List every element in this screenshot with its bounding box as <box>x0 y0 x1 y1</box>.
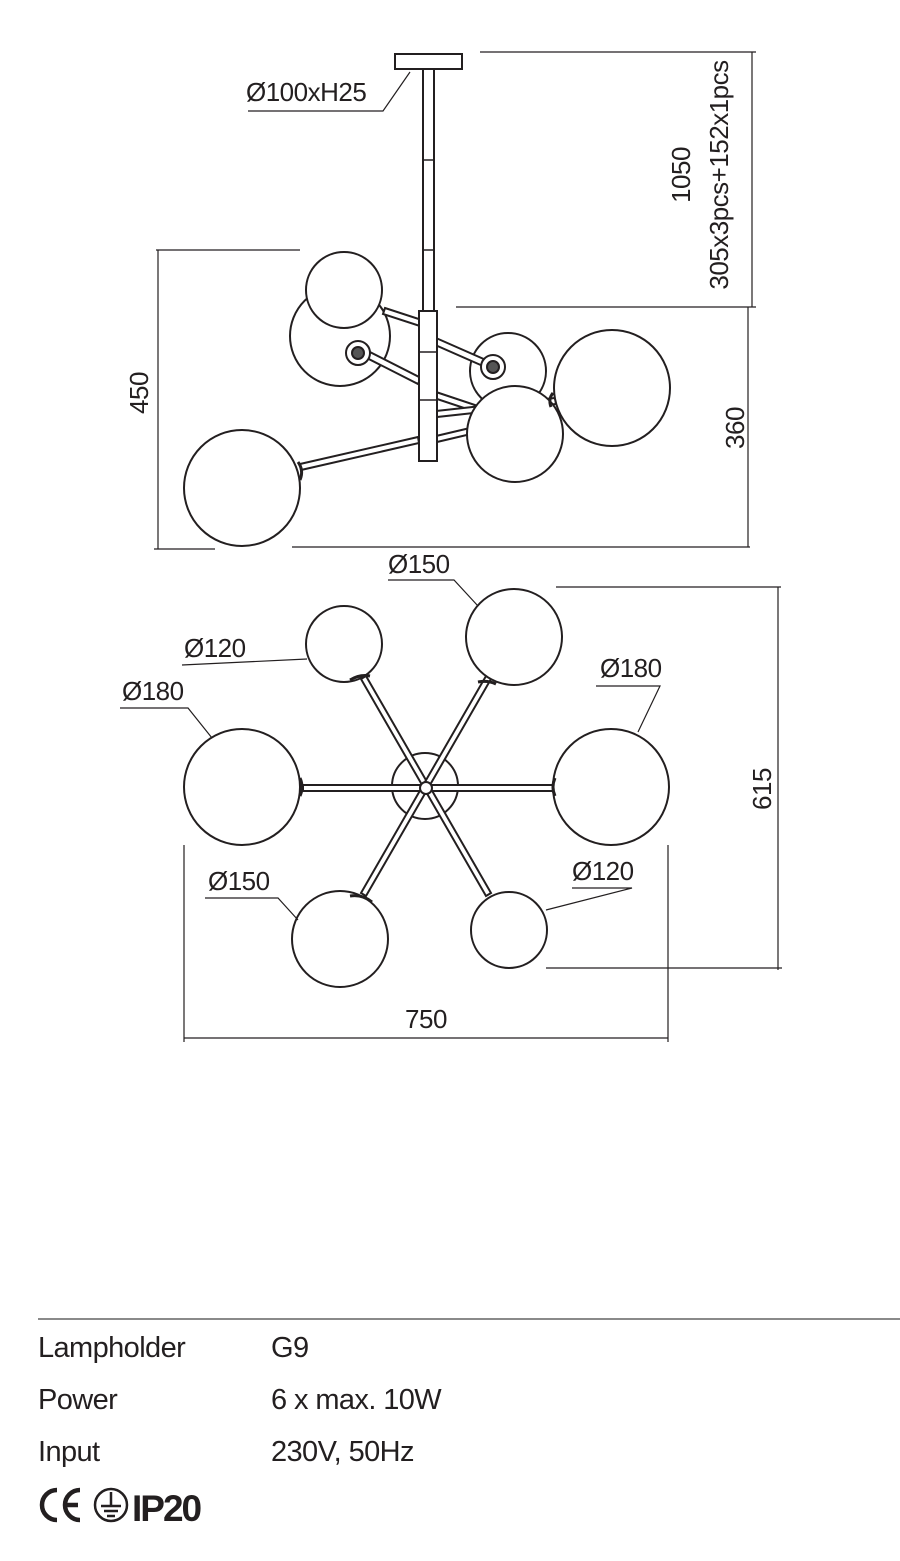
globe-top-left <box>305 251 383 329</box>
body-height-dimension: 450 <box>124 372 154 414</box>
globe-label-right: Ø180 <box>600 653 662 683</box>
globe-front-right-large <box>553 329 671 447</box>
globe-front-left-large <box>183 429 301 547</box>
drop-height-dimension: 360 <box>720 407 750 449</box>
arm <box>298 435 421 472</box>
total-height-dimension: 1050 <box>666 147 696 203</box>
top-view-dimensions <box>120 579 782 1042</box>
certification-marks: IP20 <box>39 1487 204 1528</box>
globe-top-left <box>305 605 383 683</box>
protective-earth-icon <box>93 1487 129 1523</box>
globe-label-bottom-left: Ø150 <box>208 866 270 896</box>
globe-label-top-right: Ø150 <box>388 549 450 579</box>
spec-value: 230V, 50Hz <box>271 1436 414 1468</box>
top-view <box>183 588 670 988</box>
globe-bottom-right <box>470 891 548 969</box>
globe-right <box>552 728 670 846</box>
depth-dimension: 615 <box>747 768 777 810</box>
spec-value: 6 x max. 10W <box>271 1384 442 1416</box>
canopy-dimension: Ø100xH25 <box>246 77 366 107</box>
suspension-rod <box>422 68 435 312</box>
ip-rating: IP20 <box>132 1488 202 1528</box>
globe-label-top-left: Ø120 <box>184 633 246 663</box>
technical-drawing: Ø100xH25 1050 305x3pcs+152x1pcs 450 360 <box>120 51 782 1042</box>
globe-label-bottom-right: Ø120 <box>572 856 634 886</box>
side-view-dimensions <box>154 51 756 550</box>
rod-configuration: 305x3pcs+152x1pcs <box>704 60 734 290</box>
spec-label: Lampholder <box>38 1332 186 1364</box>
central-body <box>418 310 438 462</box>
canopy <box>394 53 463 70</box>
globe-left <box>183 728 301 846</box>
globe-label-left: Ø180 <box>122 676 184 706</box>
side-view <box>183 53 671 547</box>
globe-bottom-left <box>291 890 389 988</box>
spec-value: G9 <box>271 1332 309 1364</box>
specs-divider <box>38 1318 900 1320</box>
spec-label: Power <box>38 1384 118 1416</box>
spec-label: Input <box>38 1436 100 1468</box>
ce-mark-icon <box>39 1487 81 1523</box>
globe-front-right <box>466 385 564 483</box>
globe-top-right <box>465 588 563 686</box>
width-dimension: 750 <box>405 1004 447 1034</box>
arm <box>434 426 473 444</box>
